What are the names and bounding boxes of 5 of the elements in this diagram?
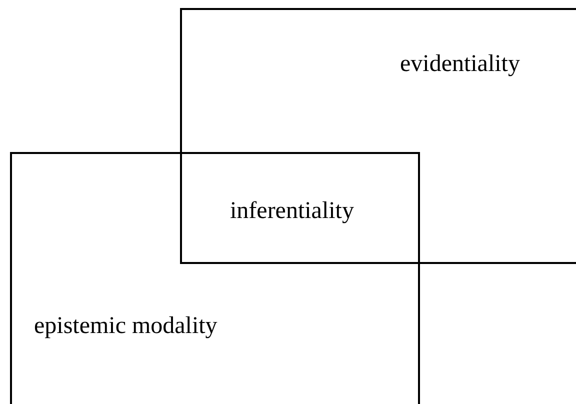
region-box — [10, 152, 420, 404]
overlap-label: inferentiality — [230, 199, 354, 223]
region-box — [180, 8, 576, 264]
region-label: evidentiality — [400, 52, 520, 76]
region-label: epistemic modality — [34, 314, 218, 338]
